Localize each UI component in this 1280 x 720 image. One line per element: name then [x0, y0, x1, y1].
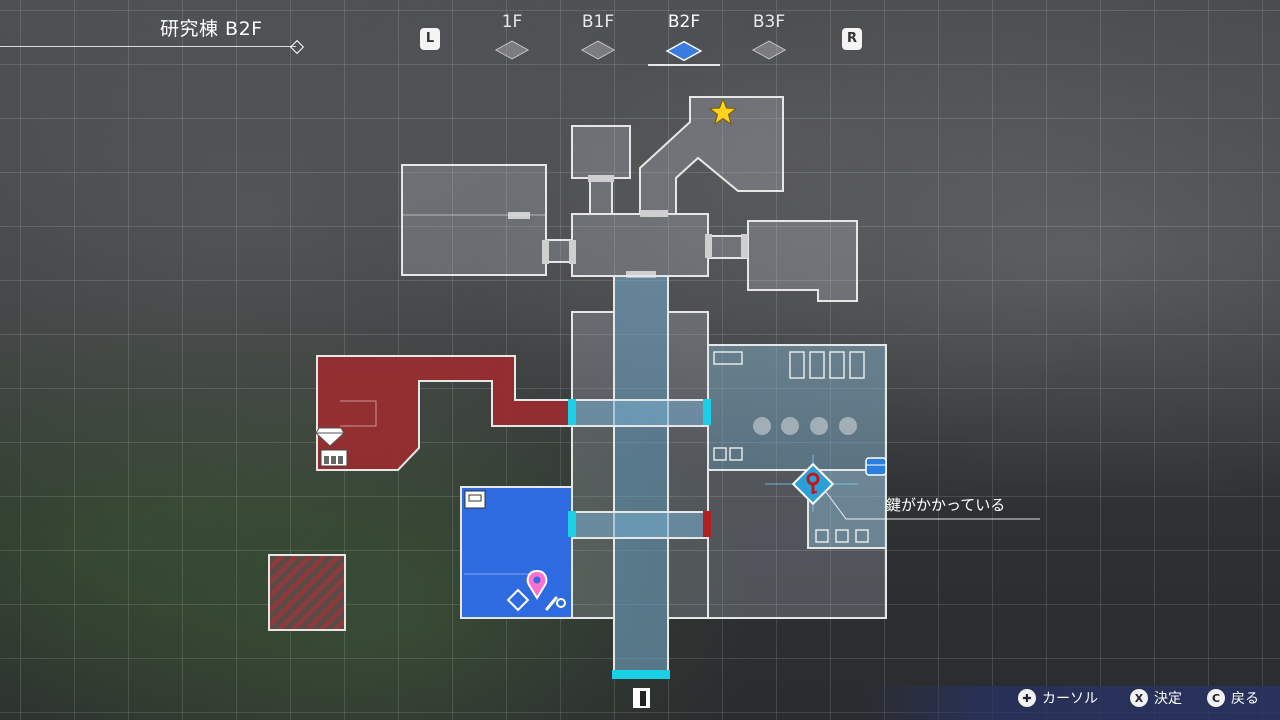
location-pin-icon: [526, 569, 548, 600]
tab-b2f-label: B2F: [667, 12, 701, 32]
tab-b1f[interactable]: B1F: [568, 12, 628, 62]
room-east-upper[interactable]: [747, 220, 858, 302]
tab-1f[interactable]: 1F: [482, 12, 542, 62]
hint-cursor: ✚ カーソル: [1018, 688, 1098, 708]
room-central-hub[interactable]: [571, 213, 709, 277]
x-button-icon: X: [1130, 689, 1148, 707]
tools-icon: [545, 596, 566, 611]
r-button[interactable]: R: [842, 28, 862, 50]
room-unexplored[interactable]: [268, 554, 346, 631]
room-north-small[interactable]: [571, 125, 631, 179]
tab-b2f[interactable]: B2F: [654, 12, 714, 64]
hint-confirm-label: 決定: [1154, 691, 1182, 707]
save-point-icon: [506, 588, 530, 612]
shop-icon: [320, 449, 348, 467]
hint-confirm[interactable]: X 決定: [1130, 688, 1182, 708]
corridor-main[interactable]: [613, 275, 669, 677]
dpad-icon: ✚: [1018, 689, 1036, 707]
treasure-chest-icon: [865, 457, 887, 476]
active-floor-underline: [648, 64, 720, 66]
locked-door[interactable]: [703, 511, 711, 537]
tab-1f-label: 1F: [501, 12, 523, 32]
room-star[interactable]: [639, 96, 784, 215]
room-red-west[interactable]: [316, 355, 573, 471]
room-west-column[interactable]: [571, 311, 615, 619]
hint-back[interactable]: C 戻る: [1207, 688, 1259, 708]
room-lab-east[interactable]: [707, 344, 887, 471]
locked-message: 鍵がかかっている: [886, 496, 1006, 514]
key-icon[interactable]: [765, 455, 858, 512]
l-button[interactable]: L: [420, 28, 440, 50]
room-east-column[interactable]: [667, 311, 709, 619]
c-button-icon: C: [1207, 689, 1225, 707]
document-icon: [464, 490, 486, 509]
hint-back-label: 戻る: [1231, 691, 1259, 707]
diamond-gem-icon: [315, 427, 345, 447]
room-southeast[interactable]: [707, 469, 887, 619]
star-icon: [708, 97, 738, 126]
title-divider: [0, 46, 296, 47]
tab-b1f-label: B1F: [581, 12, 615, 32]
tab-b3f[interactable]: B3F: [739, 12, 799, 62]
tab-b3f-label: B3F: [752, 12, 786, 32]
page-title: 研究棟 B2F: [160, 18, 263, 40]
hint-cursor-label: カーソル: [1042, 691, 1098, 707]
room-west-upper[interactable]: [401, 164, 547, 276]
exit-door-icon: [633, 688, 650, 708]
